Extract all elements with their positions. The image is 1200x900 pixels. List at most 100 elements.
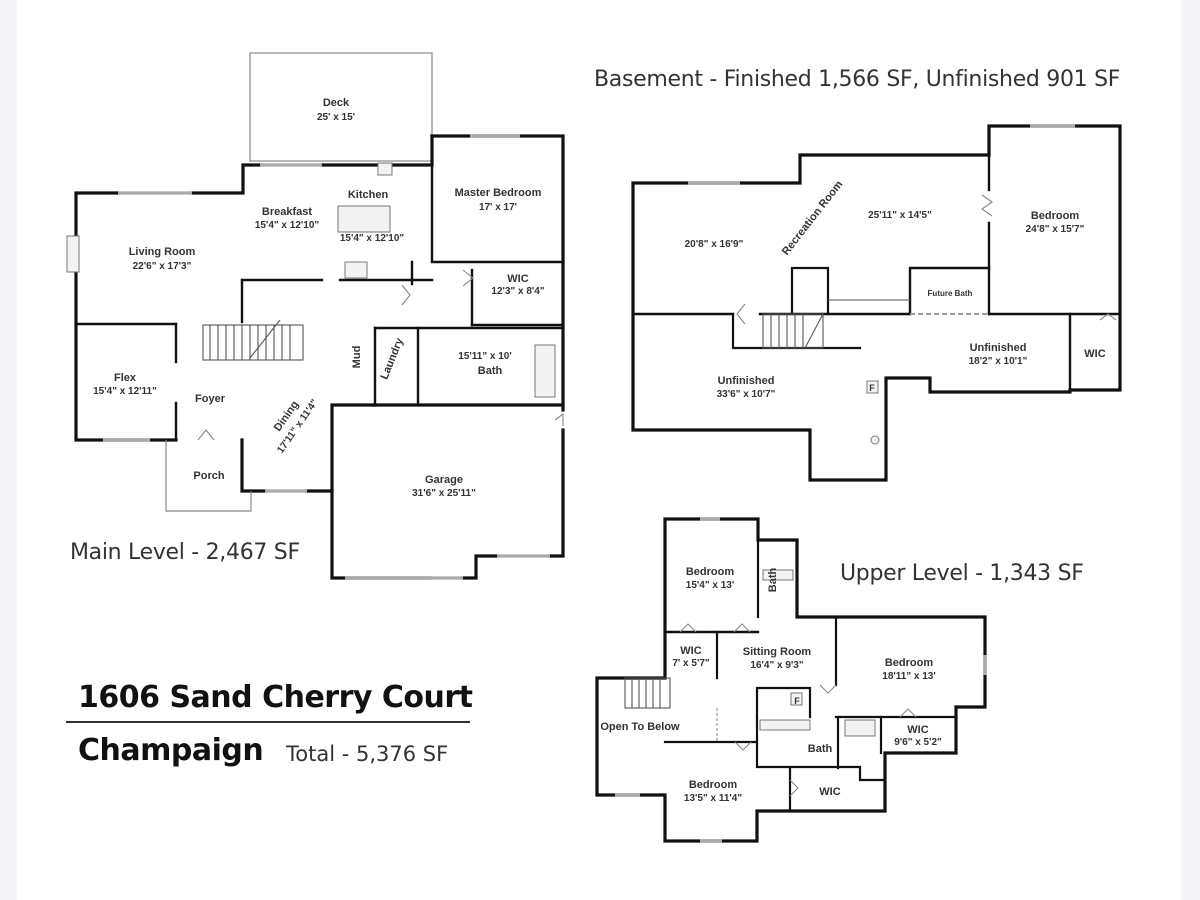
room-name-basement-wic: WIC — [1084, 348, 1105, 360]
room-name-breakfast: Breakfast — [262, 206, 312, 218]
stairs-icon — [762, 313, 824, 349]
porch-outline — [165, 440, 252, 512]
room-name-bedroom1: Bedroom — [686, 566, 735, 578]
room-name-deck: Deck — [323, 97, 350, 109]
room-name-wic2: WIC — [907, 724, 928, 736]
upper-level-labels: Bedroom 15'4" x 13' Bath WIC 7' x 5'7" S… — [600, 566, 942, 804]
room-dim-kitchen: 15'4" x 12'10" — [340, 233, 405, 244]
room-name-upper-bath: Bath — [808, 743, 833, 755]
room-dim-garage: 31'6" x 25'11" — [412, 488, 476, 499]
tub — [844, 719, 876, 737]
kitchen-counter — [344, 261, 368, 279]
room-dim-wic: 12'3" x 8'4" — [491, 286, 544, 297]
garage-west-wall — [305, 489, 432, 580]
room-dim-bedroom3: 13'5" x 11'4" — [684, 793, 742, 804]
door-icon — [736, 303, 746, 325]
room-name-kitchen: Kitchen — [348, 189, 389, 201]
room-dim-living: 22'6" x 17'3" — [133, 261, 192, 272]
room-dim-deck: 25' x 15' — [317, 112, 355, 123]
room-dim-unfinished-right: 18'2" x 10'1" — [969, 356, 1028, 367]
room-dim-rec-right: 25'11" x 14'5" — [868, 210, 932, 221]
room-dim-unfinished-left: 33'6" x 10'7" — [717, 389, 776, 400]
furnace-label: F — [869, 383, 875, 393]
room-dim-rec-left: 20'8" x 16'9" — [685, 239, 744, 250]
floor-plan-sheet — [17, 0, 1181, 900]
dining-south-wall — [240, 438, 267, 493]
stairs-icon — [202, 319, 304, 361]
room-dim-bedroom1: 15'4" x 13' — [686, 580, 734, 591]
garage-south-wall — [461, 554, 499, 580]
basement-outer-wall — [631, 124, 1122, 482]
room-name-living: Living Room — [129, 246, 196, 258]
room-name-flex: Flex — [114, 372, 137, 384]
vanity — [762, 569, 794, 581]
door-icon — [789, 779, 799, 797]
furnace-icon — [866, 380, 879, 394]
basement-level-label: Basement - Finished 1,566 SF, Unfinished… — [594, 67, 1121, 92]
stairs-icon — [624, 677, 671, 709]
room-name-bath-small: Bath — [767, 568, 779, 593]
door-icon — [733, 623, 751, 633]
room-dim-master: 17' x 17' — [479, 202, 517, 213]
room-name-mud: Mud — [351, 346, 363, 369]
kitchen-island — [337, 205, 391, 233]
room-dim-flex: 15'4" x 12'11" — [93, 386, 157, 397]
room-name-master: Master Bedroom — [455, 187, 542, 199]
door-icon — [819, 684, 837, 694]
bathtub-icon — [534, 344, 556, 398]
total-square-footage: Total - 5,376 SF — [286, 742, 449, 766]
room-name-open-below: Open To Below — [600, 721, 680, 733]
room-dim-breakfast: 15'4" x 12'10" — [255, 220, 320, 231]
front-door-icon — [197, 429, 215, 441]
room-name-foyer: Foyer — [195, 393, 226, 405]
wall — [755, 686, 812, 719]
deck-outline — [249, 52, 433, 162]
room-name-bedroom2: Bedroom — [885, 657, 934, 669]
west-wall — [74, 271, 178, 442]
room-name-wic1: WIC — [680, 645, 701, 657]
room-name-recreation: Recreation Room — [780, 178, 846, 257]
room-dim-wic2: 9'6" x 5'2" — [894, 737, 942, 748]
room-name-wic3: WIC — [819, 786, 840, 798]
room-name-unfinished-right: Unfinished — [970, 342, 1027, 354]
basement-bath-wall — [790, 266, 830, 316]
double-vanity — [759, 719, 811, 731]
room-dim-basement-bedroom: 24'8" x 15'7" — [1026, 224, 1085, 235]
main-level-label: Main Level - 2,467 SF — [70, 540, 300, 565]
room-name-unfinished-left: Unfinished — [718, 375, 775, 387]
property-address: 1606 Sand Cherry Court — [78, 680, 473, 715]
water-heater-icon — [870, 435, 880, 445]
room-dim-bedroom2: 18'11" x 13' — [882, 671, 935, 682]
basement-plan — [631, 124, 1122, 482]
master-wall — [430, 134, 565, 264]
door-icon — [734, 741, 752, 751]
room-dim-wic1: 7' x 5'7" — [672, 658, 710, 669]
door-icon — [679, 623, 697, 633]
breakfast-north-wall — [190, 163, 262, 195]
upper-level-plan — [595, 517, 987, 843]
room-name-basement-bedroom: Bedroom — [1031, 210, 1080, 222]
property-city: Champaign — [78, 733, 264, 768]
room-dim-bath: 15'11" x 10' — [458, 351, 511, 362]
door-icon — [554, 412, 564, 426]
future-bath-wall — [908, 266, 991, 316]
basement-labels: Recreation Room 20'8" x 16'9" 25'11" x 1… — [685, 178, 1106, 400]
room-name-porch: Porch — [193, 470, 224, 482]
room-name-wic: WIC — [507, 273, 528, 285]
wall — [663, 740, 887, 782]
room-dim-sitting: 16'4" x 9'3" — [750, 660, 803, 671]
upper-level-label: Upper Level - 1,343 SF — [840, 561, 1084, 586]
main-level-labels: Deck 25' x 15' Kitchen 15'4" x 12'10" Br… — [93, 97, 545, 512]
mud-wall — [330, 403, 376, 493]
garage-east-wall — [548, 428, 565, 558]
furnace-icon — [790, 692, 803, 706]
fireplace-icon — [66, 235, 80, 273]
door-icon — [981, 194, 993, 217]
main-level-plan — [66, 52, 565, 580]
door-icon — [1099, 313, 1117, 321]
room-name-bedroom3: Bedroom — [689, 779, 738, 791]
room-name-laundry: Laundry — [379, 336, 407, 382]
living-north-wall — [74, 191, 120, 237]
room-name-bath: Bath — [478, 365, 503, 377]
